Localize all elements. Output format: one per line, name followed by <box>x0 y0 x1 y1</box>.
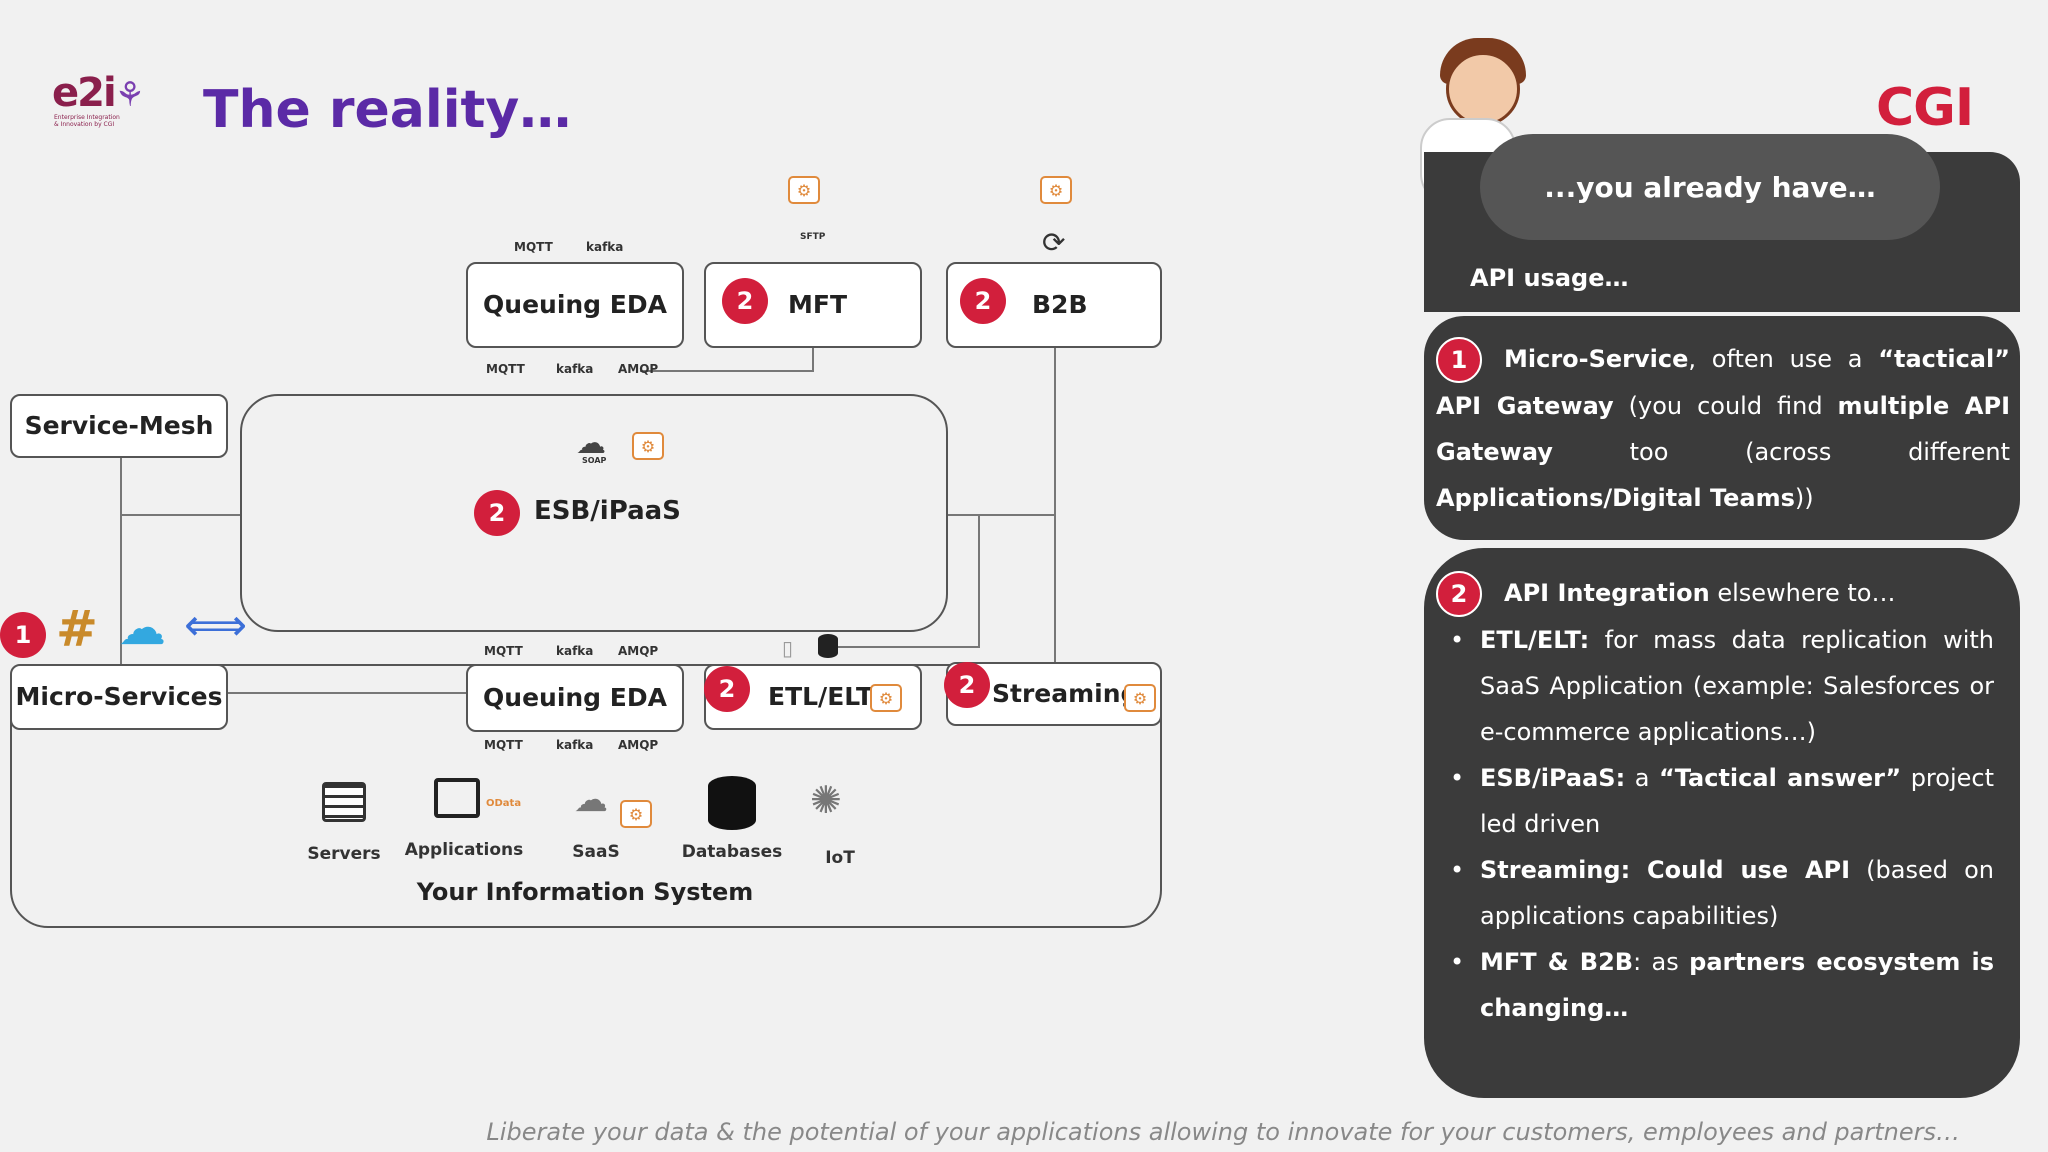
databases-icon <box>708 776 756 830</box>
mqtt-label: MQTT <box>514 240 553 254</box>
connector <box>228 692 468 694</box>
iot-icon: ✺ <box>810 778 842 822</box>
applications-label: Applications <box>404 840 524 860</box>
octopus-icon: ⚘ <box>114 75 146 115</box>
mqtt-label: MQTT <box>486 362 525 376</box>
mqtt-label: MQTT <box>484 644 523 658</box>
list-item: Streaming: Could use API (based on appli… <box>1450 847 1994 939</box>
speech-bubble: ...you already have… <box>1480 134 1940 240</box>
connector <box>830 646 980 648</box>
esb-frame <box>240 394 948 632</box>
badge-1: 1 <box>1436 337 1482 383</box>
cloud-soap-icon: ☁ <box>576 426 606 461</box>
api-gear-icon: ⚙ <box>620 800 652 828</box>
mqtt-label: MQTT <box>484 738 523 752</box>
badge-2-streaming: 2 <box>944 662 990 708</box>
list-item: MFT & B2B: as partners ecosystem is chan… <box>1450 939 1994 1031</box>
connector <box>946 514 1056 516</box>
amqp-label: AMQP <box>618 644 659 658</box>
integration-list: ETL/ELT: for mass data replication with … <box>1436 617 1994 1031</box>
logo-text: e2i <box>52 70 117 116</box>
badge-2-b2b: 2 <box>960 278 1006 324</box>
api-gear-icon: ⚙ <box>1124 684 1156 712</box>
micro-services-box: Micro-Services <box>10 664 228 730</box>
footer-tagline: Liberate your data & the potential of yo… <box>486 1118 1960 1146</box>
api-gateway-icon: # <box>56 600 98 658</box>
database-icon <box>818 634 838 658</box>
service-mesh-arrows-icon: ⟺ <box>184 600 248 651</box>
sftp-icon: SFTP <box>800 232 826 242</box>
kafka-label: kafka <box>586 240 624 254</box>
connector <box>120 456 122 666</box>
connector <box>812 348 814 372</box>
kafka-label: kafka <box>556 738 594 752</box>
api-gear-icon: ⚙ <box>870 684 902 712</box>
servers-label: Servers <box>307 844 381 864</box>
list-item: ETL/ELT: for mass data replication with … <box>1450 617 1994 755</box>
applications-icon <box>434 778 480 818</box>
cloud-api-icon: ☁ <box>118 600 166 656</box>
b2b-box: B2B <box>946 262 1162 348</box>
list-item: ESB/iPaaS: a “Tactical answer” project l… <box>1450 755 1994 847</box>
kafka-label: kafka <box>556 362 594 376</box>
odata-label: OData <box>486 798 522 809</box>
servers-icon <box>322 782 366 822</box>
saas-label: SaaS <box>572 842 620 862</box>
sync-icon: ⟳ <box>1042 226 1066 259</box>
amqp-label: AMQP <box>618 362 659 376</box>
connector <box>978 514 980 648</box>
amqp-label: AMQP <box>618 738 659 752</box>
file-icon: ▯ <box>782 636 794 660</box>
connector <box>120 514 242 516</box>
connector <box>640 370 814 372</box>
api-gear-icon: ⚙ <box>788 176 820 204</box>
page-title: The reality… <box>203 80 572 140</box>
cgi-logo: CGI <box>1876 78 1974 138</box>
api-gear-icon: ⚙ <box>632 432 664 460</box>
databases-label: Databases <box>681 842 783 862</box>
saas-cloud-icon: ☁ <box>574 780 608 820</box>
soap-label: SOAP <box>582 456 607 465</box>
queuing-eda-top-box: Queuing EDA <box>466 262 684 348</box>
mascot-avatar <box>1446 52 1520 126</box>
connector <box>1054 348 1056 662</box>
kafka-label: kafka <box>556 644 594 658</box>
esb-ipaas-label: ESB/iPaaS <box>534 496 681 526</box>
api-usage-heading: API usage… <box>1470 264 1629 292</box>
iot-label: IoT <box>825 848 855 868</box>
api-gear-icon: ⚙ <box>1040 176 1072 204</box>
badge-2-etl: 2 <box>704 666 750 712</box>
badge-1-micro-services: 1 <box>0 612 46 658</box>
information-system-label: Your Information System <box>416 878 754 906</box>
badge-2-mft: 2 <box>722 278 768 324</box>
etl-elt-label: ETL/ELT <box>768 682 874 711</box>
logo-subtitle: Enterprise Integration & Innovation by C… <box>54 114 120 128</box>
service-mesh-box: Service-Mesh <box>10 394 228 458</box>
badge-2-esb: 2 <box>474 490 520 536</box>
e2i-logo: e2i⚘ Enterprise Integration & Innovation… <box>52 70 146 128</box>
queuing-eda-bottom-box: Queuing EDA <box>466 664 684 732</box>
badge-2: 2 <box>1436 571 1482 617</box>
streaming-label: Streaming <box>992 679 1139 708</box>
